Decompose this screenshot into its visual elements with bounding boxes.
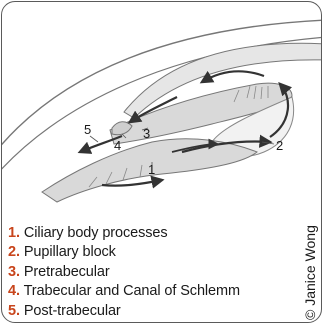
legend-number: 4.: [8, 283, 20, 299]
legend-item: 5. Post-trabecular: [8, 302, 240, 321]
legend-item: 1. Ciliary body processes: [8, 224, 240, 243]
legend-number: 3.: [8, 264, 20, 280]
callout-4: 4: [114, 138, 121, 153]
legend-number: 1.: [8, 225, 20, 241]
eye-angle-illustration: 1 2 3 4 5: [2, 2, 321, 220]
callout-2: 2: [276, 138, 283, 153]
legend-text: Post-trabecular: [24, 303, 121, 319]
legend-text: Pretrabecular: [24, 264, 110, 280]
legend-item: 3. Pretrabecular: [8, 263, 240, 282]
legend-list: 1. Ciliary body processes 2. Pupillary b…: [8, 224, 240, 321]
callout-3: 3: [143, 126, 150, 141]
legend-text: Ciliary body processes: [24, 225, 168, 241]
legend-item: 4. Trabecular and Canal of Schlemm: [8, 282, 240, 301]
callout-5: 5: [84, 122, 91, 137]
legend-text: Pupillary block: [24, 244, 116, 260]
copyright-credit: © Janice Wong: [302, 225, 318, 320]
callout-1: 1: [148, 162, 155, 177]
legend-item: 2. Pupillary block: [8, 243, 240, 262]
legend-number: 5.: [8, 303, 20, 319]
legend-number: 2.: [8, 244, 20, 260]
legend-text: Trabecular and Canal of Schlemm: [24, 283, 240, 299]
